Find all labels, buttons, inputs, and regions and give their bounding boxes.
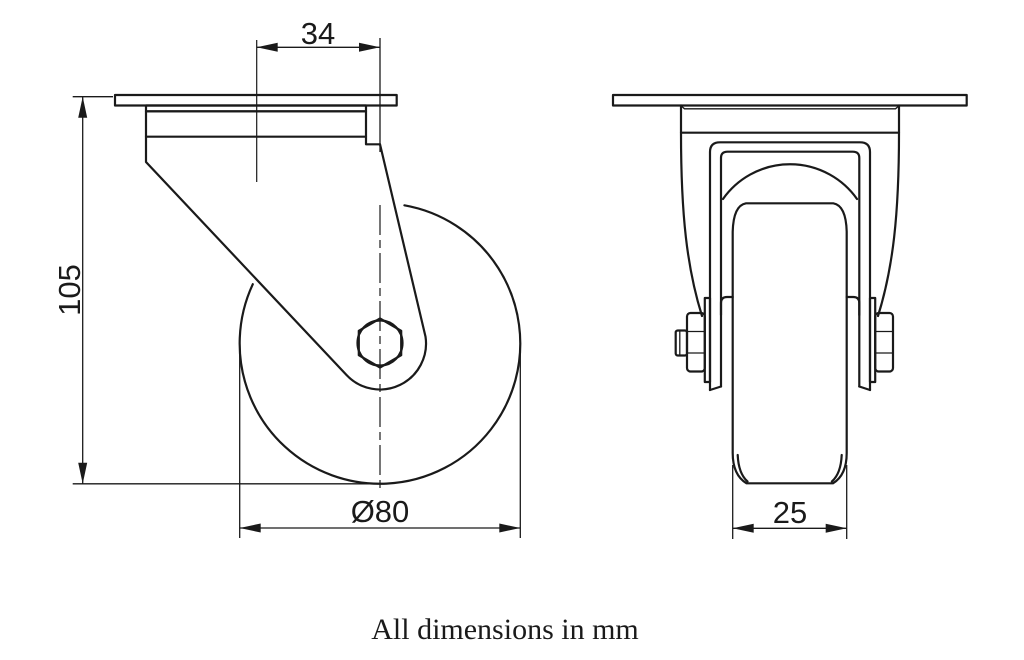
dim-105-arrow-bottom [78,462,88,484]
front-fork-outer [708,141,872,392]
front-axle-hex-nut-left [685,311,706,373]
front-fork-arch [721,163,859,201]
front-hub-bosses [719,295,861,317]
dimension-wheel-width: 25 [732,465,848,539]
dim-25-label: 25 [773,495,807,530]
dim-34-arrow-right [359,42,380,52]
front-fork-leg-feet [708,385,872,392]
dim-105-arrow-top [78,96,88,118]
front-swivel-raceway-line [680,105,900,110]
front-axle-bolt-tip [674,329,689,357]
side-wheel [238,204,522,485]
front-housing-profile-right [876,131,901,318]
dimensions-note: All dimensions in mm [371,613,639,646]
side-swivel-housing [144,110,368,138]
side-fork [144,135,428,391]
front-tire-shoulders [736,453,843,483]
dim-25-arrow-right [825,523,847,533]
dim-34-label: 34 [301,16,335,51]
side-view [72,40,522,490]
dim-105-label: 105 [52,264,87,316]
dimension-swivel-offset: 34 [256,16,381,152]
dim-25-arrow-left [732,523,754,533]
dimension-overall-height: 105 [52,96,113,484]
front-wheel-tire [731,202,848,485]
dim-34-arrow-left [256,42,278,52]
side-top-plate [113,93,398,107]
side-housing-step [364,135,382,146]
dim-d80-arrow-right [499,523,521,533]
dim-d80-label: Ø80 [351,494,410,529]
front-housing-profile-left [679,131,704,318]
dimension-wheel-diameter: Ø80 [239,352,521,538]
front-swivel-housing [679,104,901,134]
front-top-plate [611,93,968,107]
front-axle-hex-nut-right [874,311,895,373]
dim-d80-arrow-left [239,523,261,533]
front-fork-inner [719,150,861,388]
front-view [611,93,968,485]
